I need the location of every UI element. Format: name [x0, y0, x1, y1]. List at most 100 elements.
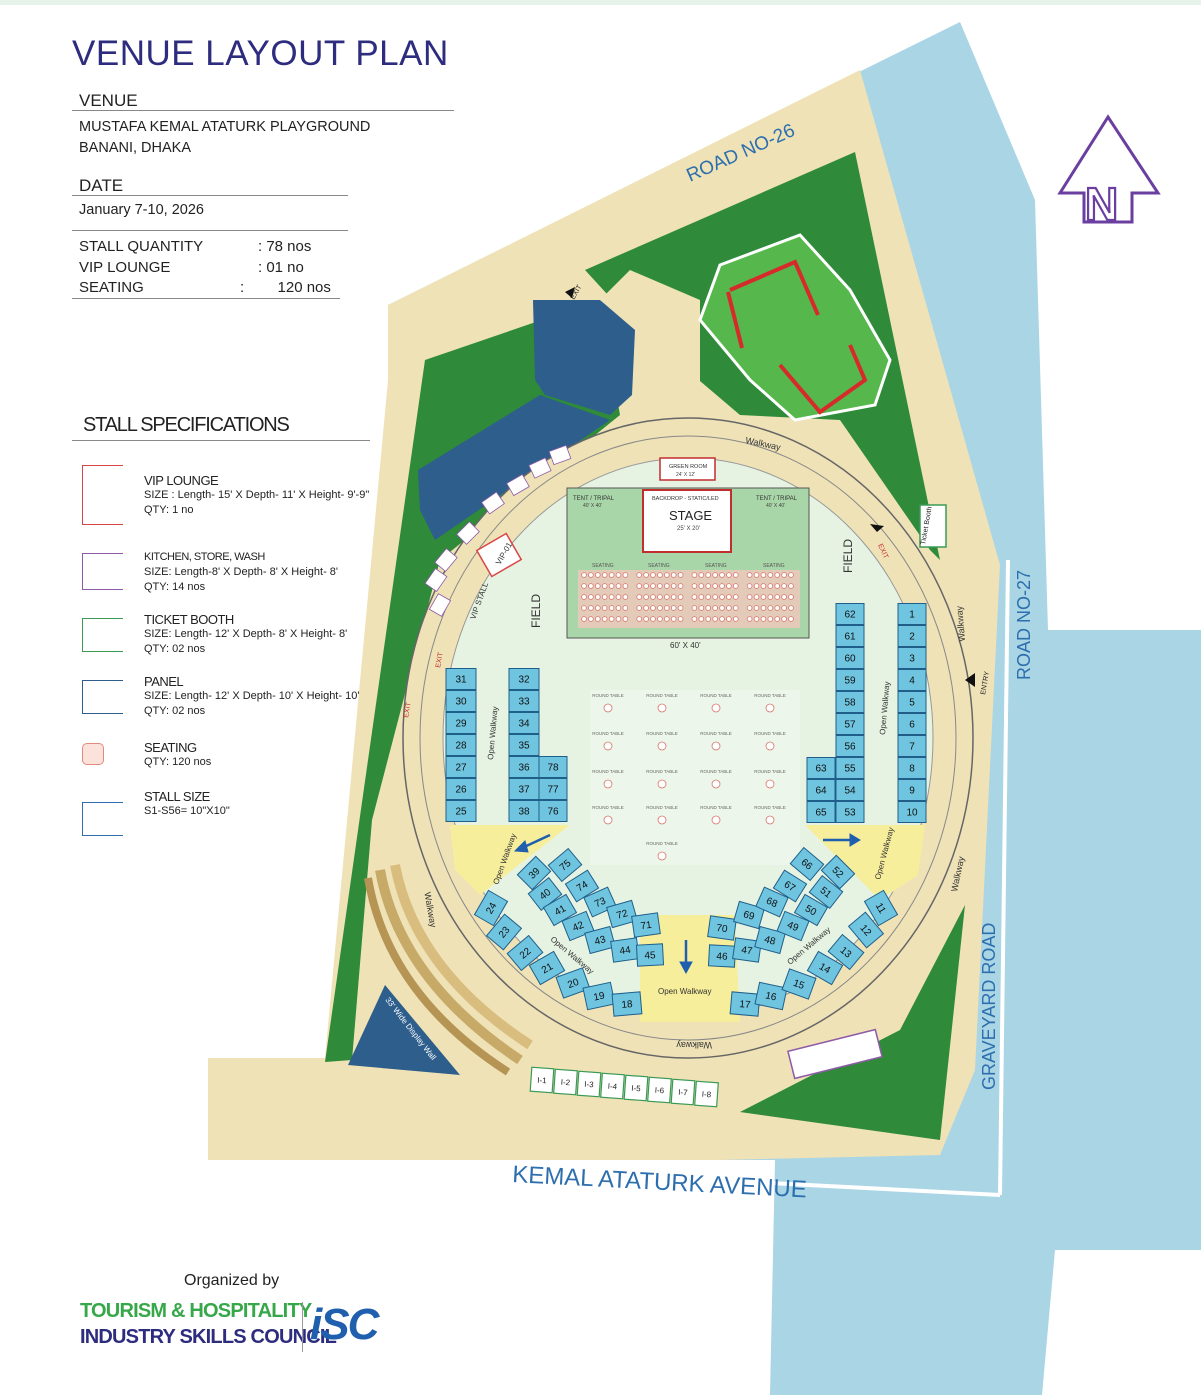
stall-box — [508, 712, 540, 734]
stall-box — [835, 779, 865, 801]
kiosk-box — [553, 1068, 578, 1096]
chair — [615, 616, 622, 622]
stall-box — [806, 950, 844, 986]
avenue-label: KEMAL ATATURK AVENUE — [512, 1161, 808, 1203]
green-room-size: 24' X 12' — [676, 472, 695, 478]
chair — [677, 616, 684, 622]
chair — [663, 572, 670, 578]
vip-lounge-value: : 01 no — [258, 259, 304, 276]
spec-name: PANEL — [144, 674, 184, 689]
kiosk-number: I-7 — [678, 1088, 688, 1098]
stall-number: 60 — [844, 654, 856, 665]
round-table-label: ROUND TABLE — [592, 805, 624, 810]
chair — [698, 616, 705, 622]
walk-bottom — [640, 915, 740, 1022]
stall-56: 56 — [835, 735, 865, 757]
stall-box — [835, 735, 865, 757]
stall-49: 49 — [776, 910, 810, 942]
stall-box — [755, 886, 789, 918]
stall-5: 5 — [897, 691, 927, 713]
table-top — [711, 779, 721, 789]
chair — [719, 572, 725, 578]
table-top — [603, 779, 613, 789]
spec-name: KITCHEN, STORE, WASH — [144, 551, 265, 563]
stall-76: 76 — [538, 800, 568, 822]
tent-left-label: TENT / TRIPAL — [573, 496, 615, 502]
stall-number: 71 — [640, 920, 653, 933]
chair — [636, 572, 642, 578]
kitchen-unit — [428, 593, 452, 617]
chair — [732, 616, 739, 622]
stall-number: 28 — [455, 741, 467, 752]
round-table-label: ROUND TABLE — [646, 841, 678, 846]
chair — [753, 616, 760, 622]
sand-nw — [600, 270, 700, 400]
stall-box — [611, 991, 643, 1017]
stall-number: 19 — [593, 990, 607, 1003]
stall-box — [445, 712, 477, 734]
chair — [663, 605, 670, 611]
chair — [726, 605, 732, 611]
stage-label: STAGE — [669, 508, 712, 523]
kiosk-I-8: I-8 — [694, 1080, 719, 1108]
stall-number: 41 — [553, 903, 569, 918]
stall-number: 65 — [815, 808, 827, 819]
kiosk-box — [576, 1070, 602, 1098]
field-label-left: FIELD — [529, 594, 543, 628]
round-table-label: ROUND TABLE — [592, 769, 624, 774]
seating-chairs — [581, 572, 794, 622]
stall-59: 59 — [835, 669, 865, 691]
stall-box — [732, 937, 762, 963]
stall-box — [835, 713, 865, 735]
chair — [594, 583, 601, 589]
stall-box — [473, 889, 509, 927]
chair — [670, 594, 677, 600]
seating-spec: SEATING QTY: 120 nos — [144, 740, 211, 770]
chair — [594, 616, 601, 622]
ticket-booth-spec: TICKET BOOTH SIZE: Length- 12' X Depth- … — [144, 612, 347, 657]
vip-01-box — [475, 532, 523, 578]
chair — [698, 594, 705, 600]
table-top — [765, 815, 775, 825]
stall-number: 27 — [455, 763, 467, 774]
stall-box — [516, 855, 552, 891]
stall-24: 24 — [473, 889, 509, 927]
walkway-inner — [419, 435, 957, 1041]
chair — [588, 616, 594, 622]
stall-number: 1 — [909, 610, 915, 621]
table-top — [603, 815, 613, 825]
backdrop-label: BACKDROP - STATIC/LED — [652, 496, 719, 502]
chair — [622, 616, 629, 622]
stall-6: 6 — [897, 713, 927, 735]
chair — [601, 572, 608, 578]
stall-number: 45 — [644, 950, 656, 962]
north-arrow: N — [1057, 114, 1161, 231]
table-top — [765, 741, 775, 751]
stall-number: 21 — [540, 961, 556, 976]
chair — [753, 605, 760, 611]
tent-left-size: 40' X 40' — [583, 503, 602, 509]
stall-box — [538, 756, 568, 778]
chair — [581, 572, 587, 578]
stall-65: 65 — [806, 801, 836, 823]
stall-37: 37 — [508, 778, 540, 800]
stall-number: 6 — [909, 720, 915, 731]
chair — [677, 594, 684, 600]
seating-label: SEATING — [79, 279, 144, 296]
chair — [636, 616, 642, 622]
specs-rule — [72, 440, 370, 441]
spec-size: SIZE: Length- 12' X Depth- 8' X Height- … — [144, 628, 348, 640]
stall-number: 30 — [455, 697, 467, 708]
chair — [588, 605, 594, 611]
stall-58: 58 — [835, 691, 865, 713]
chair — [691, 594, 698, 600]
chair — [588, 594, 594, 600]
stall-box — [835, 603, 865, 625]
table-top — [657, 851, 667, 861]
vip-lounge-spec-icon — [82, 465, 123, 525]
stall-number: 34 — [518, 719, 530, 730]
chair — [622, 605, 629, 611]
chair — [698, 572, 705, 578]
stall-number: 48 — [763, 934, 777, 948]
